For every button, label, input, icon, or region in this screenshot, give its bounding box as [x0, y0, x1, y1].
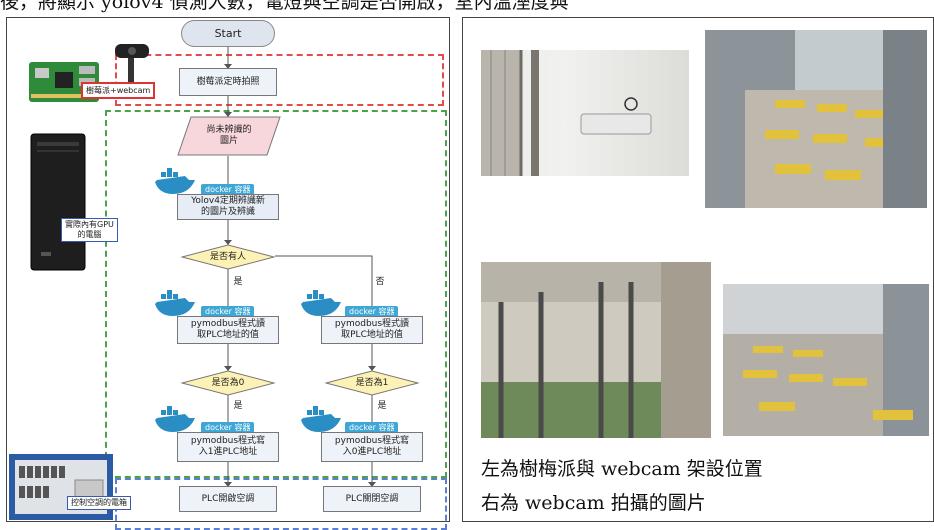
flowchart-panel: Start 樹莓派定時拍照 尚未辨識的 圖片 docker 容器 Yolov4定… [6, 17, 450, 530]
read-plc-left: pymodbus程式讀 取PLC地址的值 [177, 316, 279, 344]
yolo-step: Yolov4定期辨識新 的圖片及辨識 [177, 194, 279, 220]
yes-label-1: 是 [233, 276, 243, 287]
pi-label: 樹莓派+webcam [81, 82, 156, 99]
start-node: Start [181, 20, 275, 47]
image-parallelogram [177, 116, 281, 156]
docker-whale-icon [155, 168, 195, 194]
read-plc-right: pymodbus程式讀 取PLC地址的值 [321, 316, 423, 344]
docker-tag: docker 容器 [201, 306, 255, 317]
write-plc-right: pymodbus程式寫 入0進PLC地址 [321, 432, 423, 462]
gpu-label: 實際內有GPU 的電腦 [61, 218, 118, 242]
docker-tag: docker 容器 [345, 422, 399, 433]
docker-whale-icon [155, 406, 195, 432]
classroom-photo-2 [723, 284, 929, 436]
docker-whale-icon [301, 290, 341, 316]
decision-person: 是否有人 [209, 251, 246, 262]
plc-label: 控制空調的電箱 [67, 496, 131, 510]
docker-tag: docker 容器 [345, 306, 399, 317]
one-diamond [325, 370, 419, 396]
decision-one: 是否為1 [355, 377, 389, 388]
plc-panel-image [9, 454, 113, 520]
plc-off-step: PLC關閉空調 [323, 486, 421, 512]
image-step: 尚未辨識的 圖片 [206, 125, 252, 146]
yes-label-2: 是 [233, 400, 243, 411]
decision-zero: 是否為0 [211, 377, 245, 388]
capture-step: 樹莓派定時拍照 [179, 68, 277, 96]
photos-panel [462, 17, 934, 522]
plc-on-step: PLC開啟空調 [179, 486, 277, 512]
header-text: 後，將顯示 yolov4 偵測人數，電燈與空調是否開啟，室內溫溼度與 [0, 0, 569, 13]
docker-tag: docker 容器 [201, 422, 255, 433]
write-plc-left: pymodbus程式寫 入1進PLC地址 [177, 432, 279, 462]
yes-label-3: 是 [377, 400, 387, 411]
docker-whale-icon [155, 290, 195, 316]
caption-line-2: 右為 webcam 拍攝的圖片 [481, 492, 706, 514]
gpu-computer-image [30, 133, 86, 271]
caption-line-1: 左為樹梅派與 webcam 架設位置 [481, 458, 763, 480]
classroom-photo-1 [705, 30, 927, 208]
person-diamond [181, 244, 275, 270]
docker-tag: docker 容器 [201, 184, 255, 195]
pi-region [115, 54, 444, 106]
webcam-mount-photo-2 [481, 262, 711, 438]
zero-diamond [181, 370, 275, 396]
webcam-mount-photo-1 [481, 50, 689, 176]
gpu-region [105, 110, 447, 478]
no-label: 否 [375, 276, 385, 287]
docker-whale-icon [301, 406, 341, 432]
